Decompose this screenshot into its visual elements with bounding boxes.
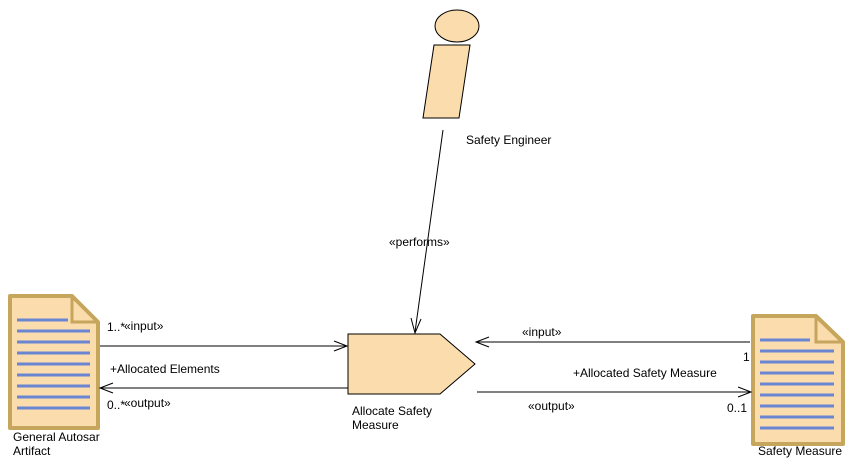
left-output-connector[interactable]	[98, 382, 348, 394]
right-input-multiplicity-label: 1	[743, 350, 750, 364]
right-artifact-name-label: Safety Measure	[758, 444, 843, 458]
left-output-multiplicity-label: 0..*	[107, 398, 126, 412]
left-input-connector[interactable]	[100, 340, 349, 352]
right-input-connector[interactable]	[474, 336, 750, 348]
artifact-right-page	[751, 314, 845, 446]
actor-name-label: Safety Engineer	[466, 133, 552, 147]
actor-body	[422, 44, 471, 119]
right-output-role-label: +Allocated Safety Measure	[573, 366, 717, 380]
artifact-safety-measure[interactable]	[751, 314, 845, 446]
left-input-multiplicity-label: 1..*	[107, 320, 126, 334]
artifact-right-text-lines	[760, 338, 834, 430]
artifact-right-fold	[814, 316, 843, 344]
artifact-general-autosar[interactable]	[8, 294, 100, 430]
artifact-left-page	[8, 294, 100, 430]
actor-safety-engineer[interactable]	[422, 9, 480, 119]
left-artifact-name-label: General Autosar Artifact	[13, 430, 100, 458]
left-output-stereotype-label: «output»	[124, 396, 171, 410]
left-input-stereotype-label: «input»	[124, 319, 164, 333]
task-name-label: Allocate Safety Measure	[352, 404, 433, 432]
right-output-connector[interactable]	[477, 386, 753, 398]
artifact-left-fold	[70, 296, 98, 324]
right-output-stereotype-label: «output»	[528, 399, 575, 413]
task-allocate-safety-measure[interactable]	[347, 333, 476, 395]
right-output-multiplicity-label: 0..1	[727, 401, 748, 415]
performs-connector[interactable]	[410, 129, 444, 335]
actor-head	[434, 9, 480, 43]
left-output-role-label: +Allocated Elements	[110, 362, 220, 376]
right-input-stereotype-label: «input»	[522, 325, 562, 339]
performs-stereotype-label: «performs»	[389, 235, 450, 249]
artifact-left-text-lines	[17, 318, 90, 410]
